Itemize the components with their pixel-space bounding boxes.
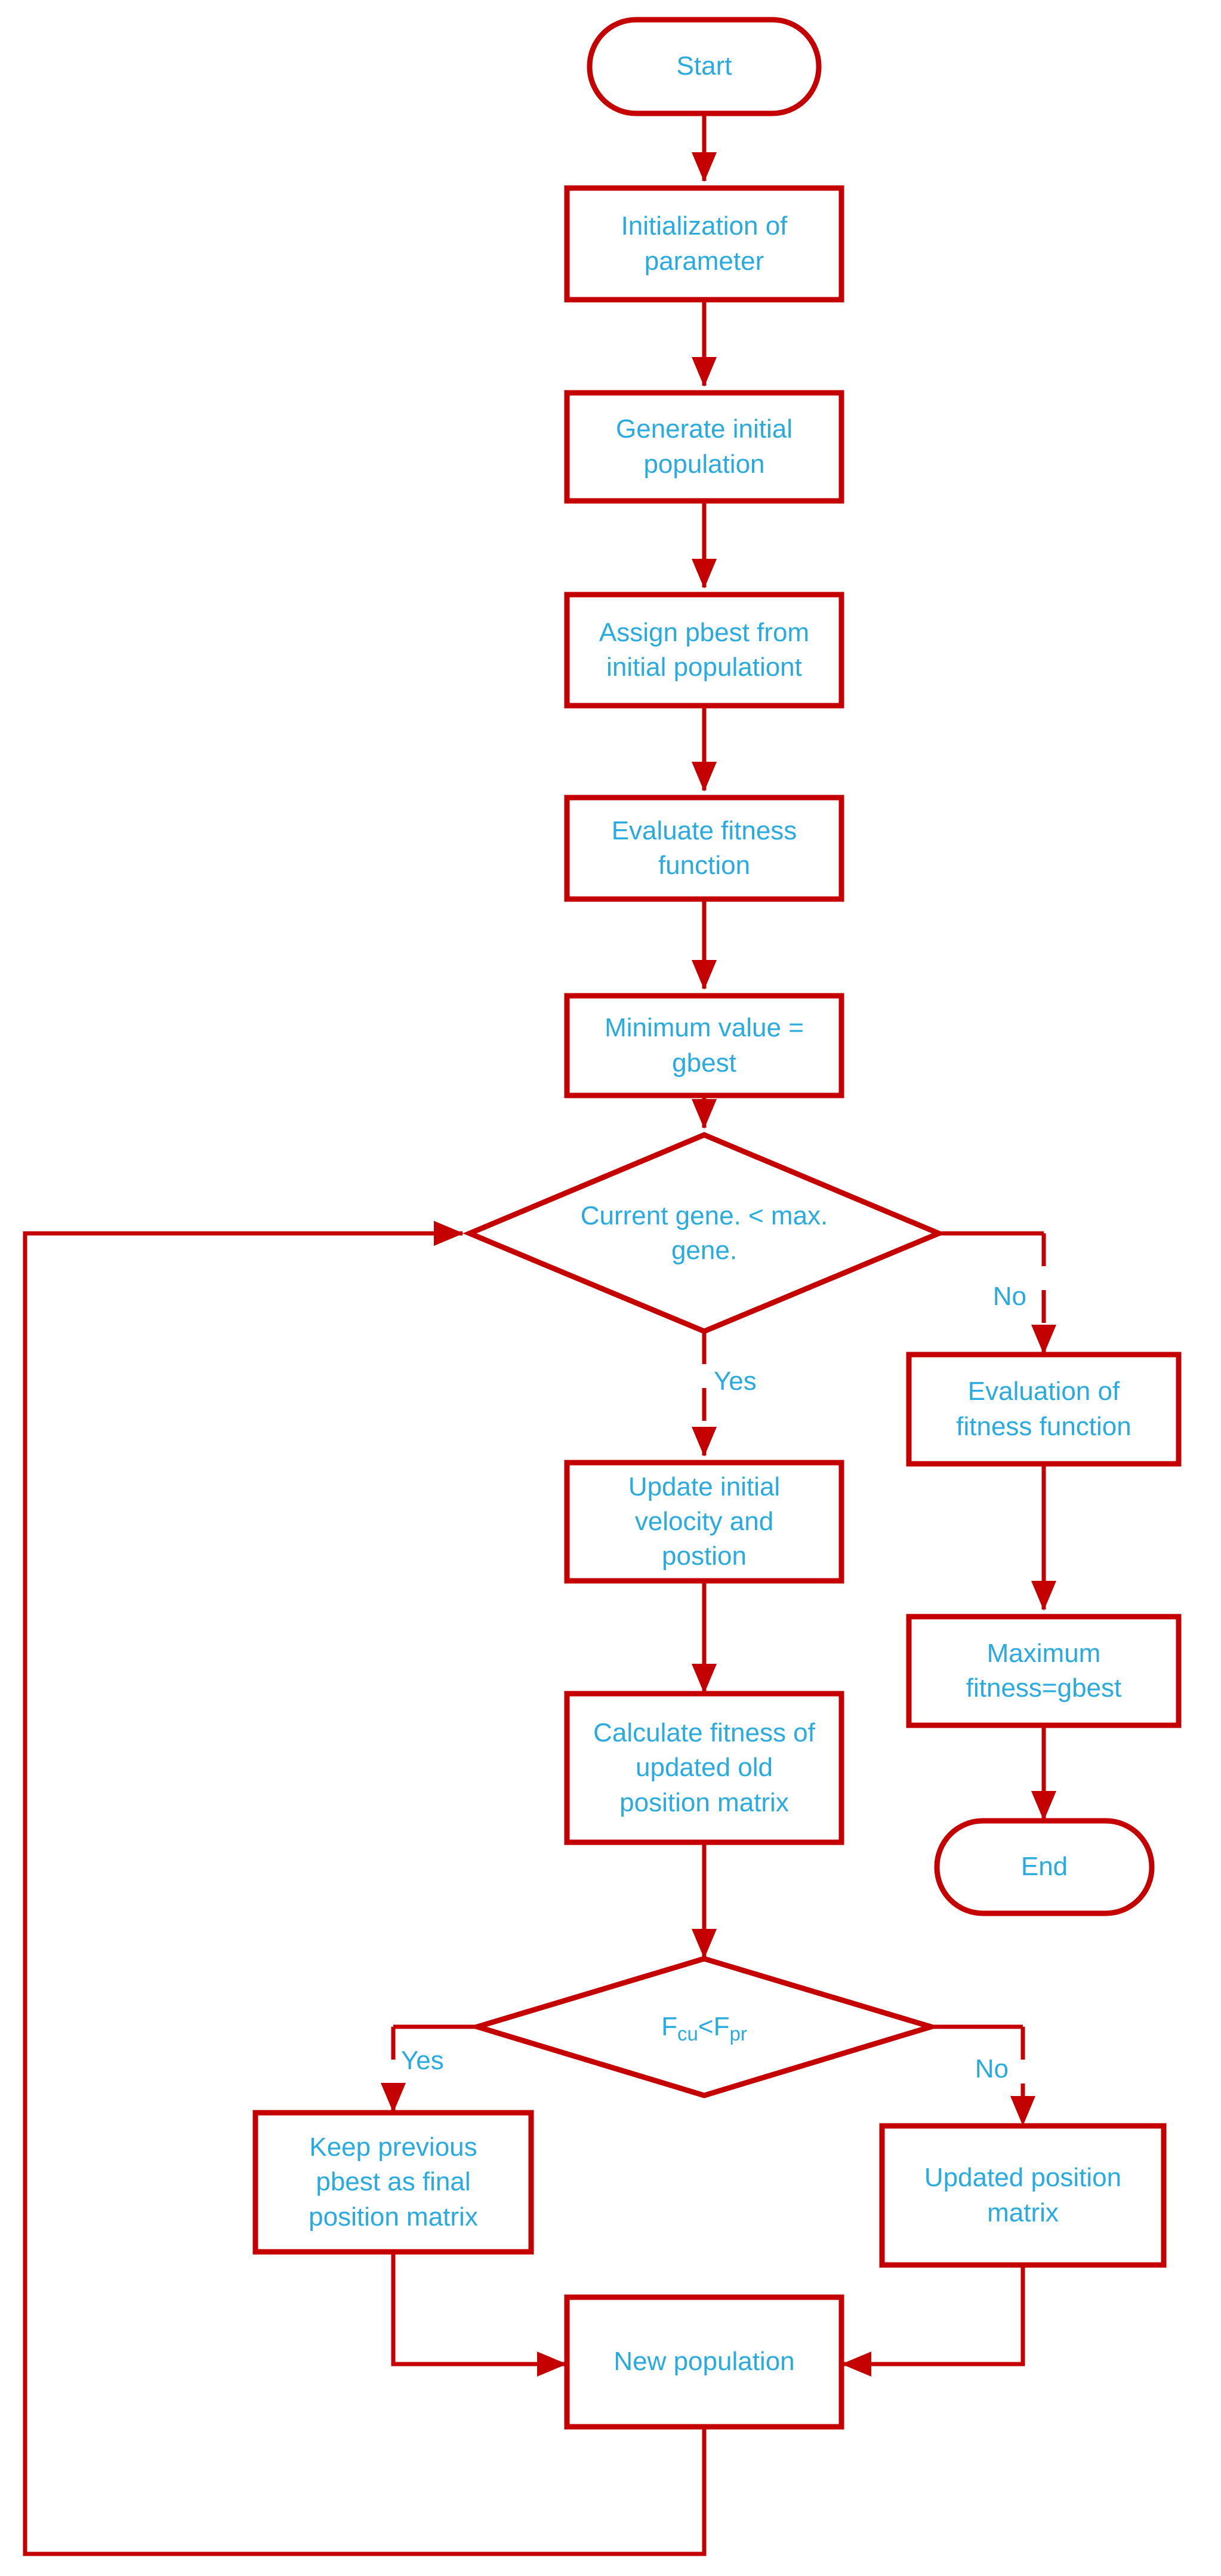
process-box-calculate-fitness <box>564 1691 844 1845</box>
process-box-keep-pbest <box>252 2110 534 2255</box>
process-box-minimum-gbest <box>564 993 844 1098</box>
assign-pbest-label: Assign pbest from initial populationt <box>599 617 810 682</box>
process-box-assign-pbest <box>564 592 844 709</box>
keep-pbest-label: Keep previous pbest as final position ma… <box>309 2132 478 2232</box>
initialization-label: Initialization of parameter <box>621 211 788 276</box>
process-box-generate-population <box>564 390 844 504</box>
process-box-initialization <box>564 185 844 303</box>
decision1-yes-label: Yes <box>714 1367 757 1396</box>
start-label: Start <box>676 51 732 81</box>
end-label: End <box>1020 1852 1068 1882</box>
evaluate-fitness-label: Evaluate fitness function <box>611 815 797 880</box>
decision1-no-label: No <box>992 1282 1026 1311</box>
decision-diamond-current-gene <box>462 1132 946 1334</box>
process-box-update-velocity <box>564 1460 844 1584</box>
connector-keep-to-newpop <box>391 2252 567 2377</box>
new-population-label: New population <box>613 2347 795 2377</box>
evaluation-fitness-label: Evaluation of fitness function <box>956 1377 1131 1441</box>
updated-position-label: Updated position matrix <box>924 2163 1122 2227</box>
decision2-sub-pr: pr <box>729 2023 747 2045</box>
decision2-f-previous: F <box>713 2011 730 2041</box>
connector-updated-to-newpop <box>841 2265 1025 2377</box>
decision2-f-current: F <box>661 2011 678 2041</box>
terminator-end <box>934 1818 1155 1916</box>
decision2-no-label: No <box>975 2054 1009 2083</box>
generate-population-label: Generate initial population <box>616 414 793 479</box>
decision2-yes-label: Yes <box>401 2046 444 2075</box>
process-box-new-population <box>564 2294 844 2430</box>
maximum-gbest-label: Maximum fitness=gbest <box>966 1638 1122 1703</box>
decision2-operator: < <box>698 2011 714 2041</box>
process-box-maximum-gbest <box>906 1614 1182 1728</box>
decision-diamond-fcu-fpr <box>468 1956 941 2098</box>
update-velocity-label: Update initial velocity and postion <box>628 1472 781 1571</box>
calculate-fitness-label: Calculate fitness of updated old positio… <box>593 1718 815 1817</box>
decision2-sub-cu: cu <box>677 2023 698 2045</box>
process-box-evaluate-fitness <box>564 795 844 902</box>
terminator-start <box>587 17 822 116</box>
connector-loop-newpop-to-decision1 <box>23 1221 707 2556</box>
minimum-gbest-label: Minimum value = gbest <box>605 1013 804 1078</box>
decision1-label: Current gene. < max. gene. <box>580 1201 828 1265</box>
process-box-updated-position <box>879 2123 1167 2268</box>
process-box-evaluation-fitness <box>906 1352 1182 1467</box>
